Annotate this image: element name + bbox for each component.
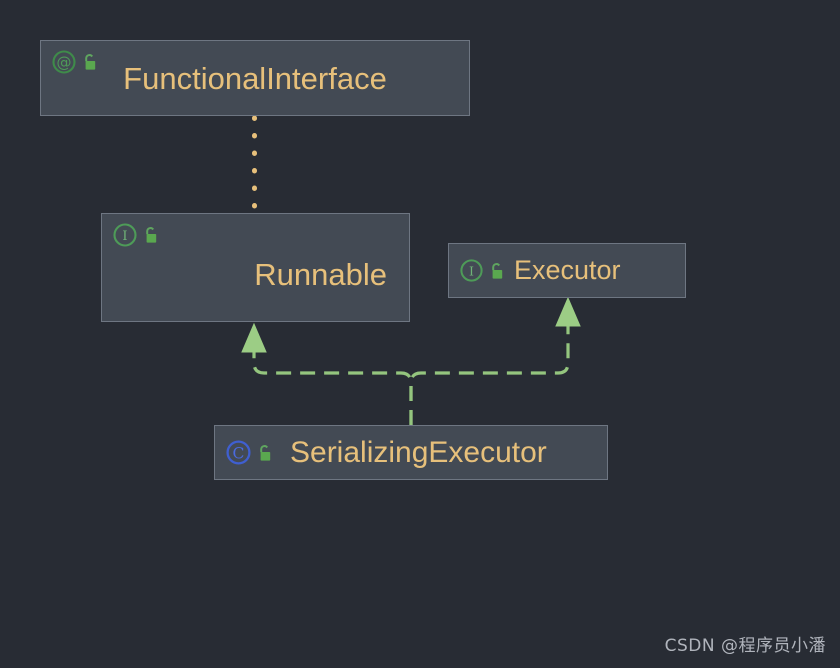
node-badges: C (225, 439, 274, 466)
node-badges: I (459, 258, 506, 283)
node-badges: @ (51, 49, 99, 75)
public-unlocked-padlock-icon (256, 443, 274, 463)
uml-node-functional-interface[interactable]: @ FunctionalInterface (40, 40, 470, 116)
public-unlocked-padlock-icon (81, 52, 99, 72)
arrowhead-runnable (241, 322, 267, 353)
uml-node-runnable[interactable]: I Runnable (101, 213, 410, 322)
node-title-runnable: Runnable (254, 257, 387, 292)
interface-i-icon: I (112, 222, 138, 248)
edge-serializing-executor-to-executor (409, 296, 581, 425)
csdn-watermark: CSDN @程序员小潘 (664, 636, 826, 656)
svg-text:I: I (122, 229, 127, 244)
uml-node-executor[interactable]: I Executor (448, 243, 686, 298)
interface-i-icon: I (459, 258, 484, 283)
implements-dashed-path-executor (409, 325, 570, 425)
class-c-icon: C (225, 439, 252, 466)
arrowhead-executor (555, 296, 581, 327)
node-title-functional-interface: FunctionalInterface (123, 60, 387, 96)
node-badges: I (112, 222, 160, 248)
implements-dashed-path-runnable (252, 350, 413, 425)
public-unlocked-padlock-icon (142, 225, 160, 245)
uml-node-serializing-executor[interactable]: C SerializingExecutor (214, 425, 608, 480)
annotation-at-icon: @ (51, 49, 77, 75)
svg-text:I: I (469, 264, 474, 279)
node-title-serializing-executor: SerializingExecutor (290, 435, 547, 469)
edge-serializing-executor-to-runnable (241, 322, 413, 425)
svg-text:C: C (233, 444, 245, 462)
public-unlocked-padlock-icon (488, 261, 506, 281)
node-title-executor: Executor (514, 255, 621, 285)
svg-text:@: @ (57, 53, 72, 71)
